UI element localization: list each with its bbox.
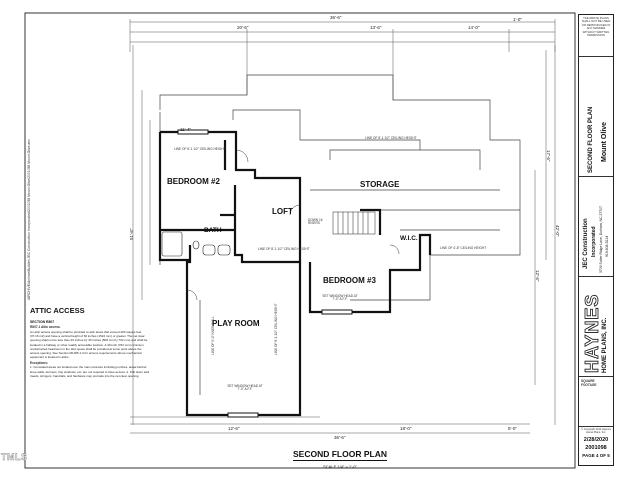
tb-project-name: Mount Olive (601, 121, 608, 162)
note-ceiling-bed2: LINE OF 8'-1 1/2" CEILING HEIGHT (174, 147, 226, 151)
dim-top-right-small: 1'-0" (513, 17, 522, 22)
note-window-bedroom3: SET WINDOW HEAD AT 7'-0" A.F.F. (322, 294, 358, 302)
drawing-title: SECOND FLOOR PLAN SCALE 1/4" = 1'-0" (260, 444, 420, 469)
dim-bottom-left: 12'-6" (228, 426, 240, 431)
tb-page: PAGE 4 OF 5 (582, 453, 610, 458)
dim-bottom-mid: 18'-0" (400, 426, 412, 431)
tb-disclaimer: THE ABOVE PLANS SHALL NOT BE USED OR REP… (581, 16, 611, 38)
room-loft: LOFT (272, 207, 293, 216)
drawing-title-main: SECOND FLOOR PLAN (293, 449, 387, 461)
tb-info-cell: © Copyright 2012 Haynes Home Plans, Inc.… (579, 427, 613, 465)
room-bath: BATH (204, 227, 222, 234)
tb-firm-sub: HOME PLANS, INC. (602, 317, 608, 373)
tb-firm-cell: HAYNES HOME PLANS, INC. (579, 277, 613, 377)
note-window-playroom: SET WINDOW HEAD AT 7'-0" A.F.F. (227, 384, 263, 392)
attic-section: SECTION R807 (30, 320, 55, 324)
room-bedroom-2: BEDROOM #2 (167, 177, 220, 186)
note-ceiling-playroom: LINE OF 8'-1 1/2" CEILING HEIGHT (274, 303, 278, 355)
title-block: THE ABOVE PLANS SHALL NOT BE USED OR REP… (578, 14, 614, 466)
tb-client-name2: Incorporated (591, 226, 597, 257)
tb-sheet-title: SECOND FLOOR PLAN (588, 106, 594, 173)
dim-right-overall: 42'-0" (555, 225, 560, 237)
attic-subsection: R807.1 Attic access. (30, 325, 61, 329)
note-ceiling-loft: LINE OF 8'-1 1/2" CEILING HEIGHT (258, 247, 310, 251)
dim-bottom-right: 5'-0" (508, 426, 517, 431)
note-ceiling-storage: LINE OF 8'-1 1/2" CEILING HEIGHT (365, 136, 417, 140)
watermark: TMLS (1, 452, 28, 462)
note-stair-down: DOWN 16 RISERS (308, 218, 323, 226)
tb-sqft-cell: SQUARE FOOTAGE (579, 377, 613, 427)
drawing-scale: SCALE 1/4" = 1'-0" (323, 464, 357, 469)
dim-top-right: 14'-0" (468, 25, 480, 30)
dim-right-b: 12'-6" (535, 270, 540, 282)
tb-firm-logo: HAYNES (582, 293, 603, 373)
tb-plan-number: 2001098 (585, 445, 607, 451)
dim-right-a: 17'-6" (546, 150, 551, 162)
note-ceiling-wic: LINE OF 4'-8" CEILING HEIGHT (440, 246, 487, 250)
room-play-room: PLAY ROOM (212, 319, 260, 328)
tb-sheet-title-cell: SECOND FLOOR PLAN Mount Olive (579, 57, 613, 177)
dim-bottom-overall: 36'-6" (334, 435, 346, 440)
dim-top-left: 20'-6" (237, 25, 249, 30)
dim-top-mid: 13'-6" (370, 25, 382, 30)
room-storage: STORAGE (360, 180, 400, 189)
dim-left-overall: 51'-6" (129, 228, 134, 240)
tb-client-name: JEC Construction (583, 218, 589, 269)
file-path-note: \ARCHIVE\Archive\Builder\ JEC Constructi… (27, 139, 31, 300)
dim-top-overall: 36'-6" (330, 15, 342, 20)
tb-client-address: 3709 Sutter Ridge Lane, Durham, NC 27707 (599, 206, 603, 273)
tb-client-cell: JEC Construction Incorporated 3709 Sutte… (579, 177, 613, 277)
tb-copyright: © Copyright 2012 Haynes Home Plans, Inc. (581, 428, 611, 434)
tb-disclaimer-cell: THE ABOVE PLANS SHALL NOT BE USED OR REP… (579, 15, 613, 57)
attic-access-title: ATTIC ACCESS (30, 306, 85, 315)
dim-left-upper: 11'-4" (180, 127, 192, 132)
attic-exceptions-title: Exceptions: (30, 361, 49, 366)
tb-date: 2/28/2020 (583, 437, 609, 443)
attic-exceptions-text: 1. Concealed areas not located over the … (30, 365, 150, 378)
note-kneewall-playroom: LINE OF 5'-0" KNEE WALL (211, 316, 215, 355)
tb-sqft-title: SQUARE FOOTAGE (581, 379, 597, 387)
tb-client-phone: 919-608-5214 (605, 235, 609, 257)
attic-body-text: An attic access opening shall be provide… (30, 330, 148, 360)
room-wic: W.I.C. (400, 235, 418, 242)
room-bedroom-3: BEDROOM #3 (323, 276, 376, 285)
attic-access-note: ATTIC ACCESS SECTION R807 R807.1 Attic a… (30, 306, 150, 378)
